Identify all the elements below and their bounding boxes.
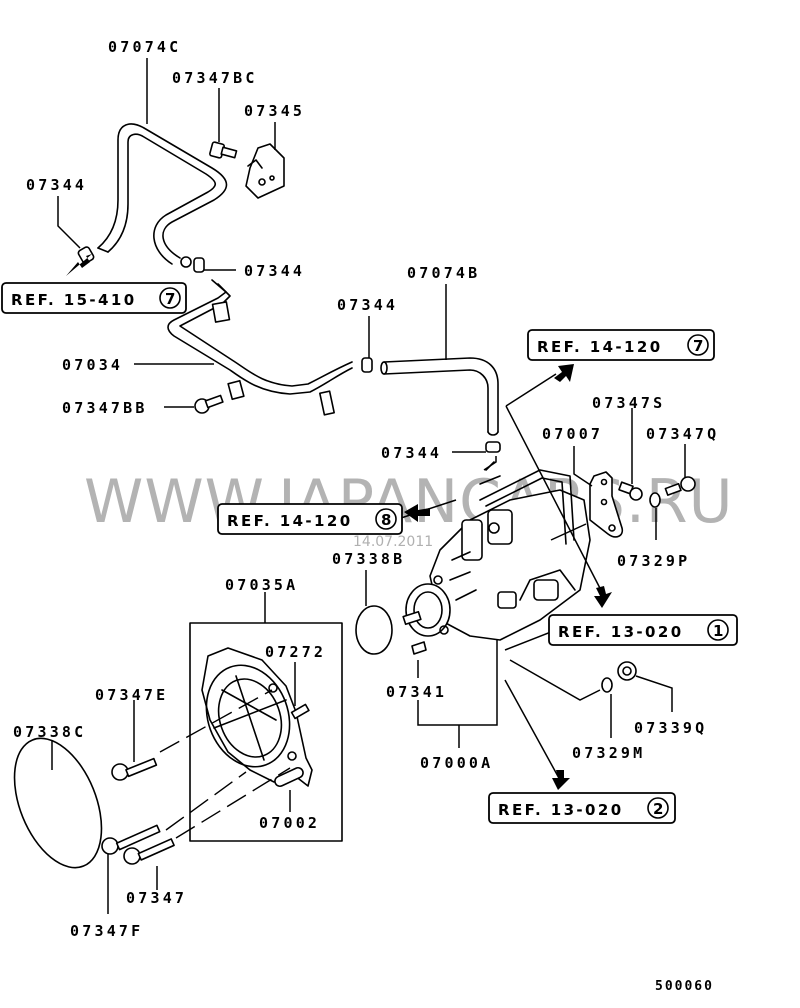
hose-07074b[interactable]: [380, 357, 499, 436]
part-label-07344[interactable]: 07344: [26, 176, 87, 194]
injection-pump-07000a[interactable]: [402, 469, 591, 641]
ref-box-14-120-8[interactable]: REF. 14-120 8: [217, 503, 403, 535]
oring-07338b[interactable]: [355, 605, 393, 655]
bolt-07347bc[interactable]: [209, 141, 238, 159]
stud-07272[interactable]: [290, 703, 310, 720]
part-label-07074c[interactable]: 07074C: [108, 38, 181, 56]
bolt-07347e[interactable]: [111, 757, 158, 781]
part-label-07347q[interactable]: 07347Q: [646, 425, 719, 443]
alignment-line: [165, 771, 247, 831]
clamp-07344-b[interactable]: [180, 256, 205, 273]
key-07341[interactable]: [411, 641, 427, 655]
ref-circle-number: 7: [165, 290, 175, 308]
clamp-07344-d[interactable]: [485, 441, 501, 453]
part-label-07002[interactable]: 07002: [259, 814, 320, 832]
part-label-07007[interactable]: 07007: [542, 425, 603, 443]
bolt-07347f[interactable]: [101, 824, 161, 855]
part-label-07338c[interactable]: 07338C: [13, 723, 86, 741]
part-label-07347e[interactable]: 07347E: [95, 686, 168, 704]
bolt-07347[interactable]: [123, 838, 175, 865]
clamp-07344-a[interactable]: [77, 246, 95, 264]
ref-box-15-410-7[interactable]: REF. 15-410 7: [1, 282, 187, 314]
part-label-07344[interactable]: 07344: [244, 262, 305, 280]
ref-text: REF. 13-020: [498, 801, 624, 819]
watermark-text: WWW.JAPANCARS.RU: [84, 467, 734, 537]
part-label-07000a[interactable]: 07000A: [420, 754, 493, 772]
ref-text: REF. 13-020: [558, 623, 684, 641]
part-label-07344[interactable]: 07344: [337, 296, 398, 314]
ref-box-13-020-2[interactable]: REF. 13-020 2: [488, 792, 676, 824]
hose-07074c[interactable]: [97, 123, 228, 265]
part-label-07341[interactable]: 07341: [386, 683, 447, 701]
alignment-line: [175, 767, 291, 839]
bolt-07347q[interactable]: [664, 476, 696, 496]
drawing-code: 500060: [655, 979, 714, 994]
ref-text: REF. 15-410: [11, 291, 137, 309]
part-label-07035a[interactable]: 07035A: [225, 576, 298, 594]
ref-circle-number: 7: [693, 337, 703, 355]
ref-text: REF. 14-120: [537, 338, 663, 356]
arrow-icon: [66, 254, 612, 790]
part-label-07329p[interactable]: 07329P: [617, 552, 690, 570]
bolt-07347bb[interactable]: [194, 394, 224, 414]
ref-circle-number: 8: [381, 511, 391, 529]
part-label-07329m[interactable]: 07329M: [572, 744, 645, 762]
alignment-line: [159, 689, 273, 753]
bolt-07347s[interactable]: [618, 481, 643, 501]
part-label-07347f[interactable]: 07347F: [70, 922, 143, 940]
cover-assembly-frame-07035a: [189, 622, 343, 842]
oring-07338c[interactable]: [0, 726, 119, 881]
part-label-07347bc[interactable]: 07347BC: [172, 69, 258, 87]
leader-lines: [51, 58, 686, 914]
pipe-07034[interactable]: [167, 279, 353, 416]
part-label-07347bb[interactable]: 07347BB: [62, 399, 148, 417]
part-label-07074b[interactable]: 07074B: [407, 264, 480, 282]
bracket-07345[interactable]: [245, 143, 285, 199]
ref-circle-number: 2: [653, 800, 663, 818]
pin-07002[interactable]: [273, 766, 304, 788]
bracket-07007[interactable]: [589, 471, 624, 538]
washer-07329m[interactable]: [601, 677, 613, 693]
date-stamp: 14.07.2011: [353, 534, 433, 550]
washer-07329p[interactable]: [649, 492, 661, 508]
nut-07339q[interactable]: [617, 661, 637, 681]
ref-text: REF. 14-120: [227, 512, 353, 530]
part-label-07339q[interactable]: 07339Q: [634, 719, 707, 737]
ref-box-14-120-7[interactable]: REF. 14-120 7: [527, 329, 715, 361]
ref-box-13-020-1[interactable]: REF. 13-020 1: [548, 614, 738, 646]
part-label-07347s[interactable]: 07347S: [592, 394, 665, 412]
part-label-07344[interactable]: 07344: [381, 444, 442, 462]
clamp-07344-c[interactable]: [361, 357, 373, 373]
part-label-07347[interactable]: 07347: [126, 889, 187, 907]
ref-circle-number: 1: [713, 622, 723, 640]
part-label-07034[interactable]: 07034: [62, 356, 123, 374]
part-label-07272[interactable]: 07272: [265, 643, 326, 661]
part-label-07338b[interactable]: 07338B: [332, 550, 405, 568]
part-label-07345[interactable]: 07345: [244, 102, 305, 120]
cover-07035a[interactable]: [193, 647, 313, 787]
